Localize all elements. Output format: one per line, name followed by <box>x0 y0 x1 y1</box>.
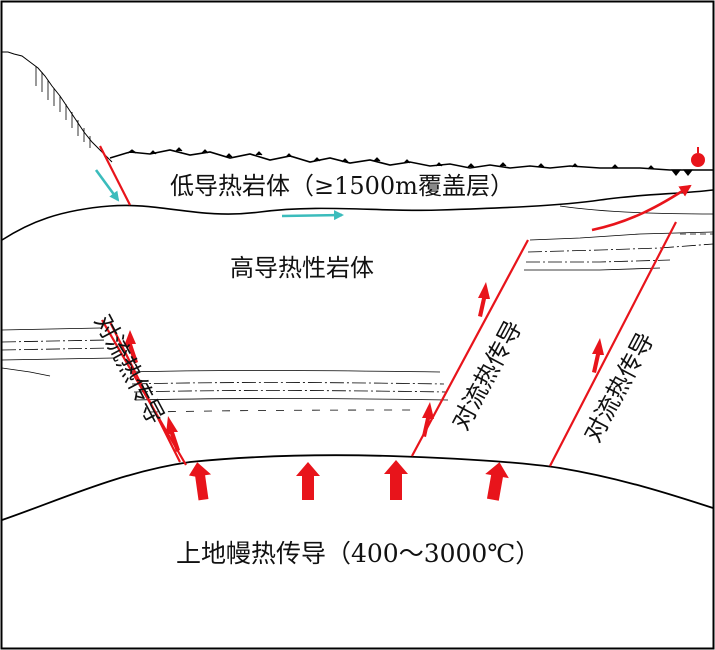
arrow-up-left-fault-1 <box>124 330 138 364</box>
mantle-arrow-4 <box>485 462 509 501</box>
mantle-heat-arrows <box>188 460 509 501</box>
fault-left <box>101 319 187 466</box>
upflow-to-spring-arrow <box>591 184 692 232</box>
surface-vegetation-marks <box>127 147 694 176</box>
fault-middle <box>411 239 529 457</box>
low-conductivity-label: 低导热岩体（≥1500m覆盖层） <box>170 172 514 200</box>
ground-surface <box>109 149 713 171</box>
arrow-up-left-fault-2 <box>166 416 180 452</box>
hot-spring-icon <box>691 147 705 167</box>
cover-layer-thin-line <box>559 205 714 215</box>
strata-left <box>1 327 115 377</box>
arrow-up-right-fault <box>592 338 604 373</box>
upper-mantle-boundary <box>1 454 714 521</box>
mantle-arrow-3 <box>384 460 408 500</box>
convection-label-left: 对流热传导 <box>89 310 170 429</box>
cover-layer-base <box>1 189 714 241</box>
fault-right <box>549 221 677 467</box>
slope-hatching <box>35 66 91 148</box>
arrow-up-mid-fault-1 <box>478 282 490 317</box>
arrow-up-mid-fault-2 <box>422 402 434 437</box>
fault-left-parallel <box>109 321 181 463</box>
mantle-arrow-1 <box>188 462 212 501</box>
cyan-arrow-down <box>94 169 120 202</box>
upper-mantle-label: 上地幔热传导（400～3000℃） <box>176 539 540 568</box>
strata-center <box>129 370 449 413</box>
high-conductivity-label: 高导热性岩体 <box>230 254 374 282</box>
strata-right <box>524 231 714 271</box>
faults <box>99 145 677 467</box>
fault-surface-left <box>99 145 131 206</box>
cyan-arrow-right <box>281 210 344 221</box>
mountain-slope <box>2 51 113 163</box>
groundwater-arrows <box>94 169 344 221</box>
convection-label-middle: 对流热传导 <box>447 316 528 435</box>
fault-flow-arrows <box>124 282 604 452</box>
mantle-arrow-2 <box>296 462 320 500</box>
